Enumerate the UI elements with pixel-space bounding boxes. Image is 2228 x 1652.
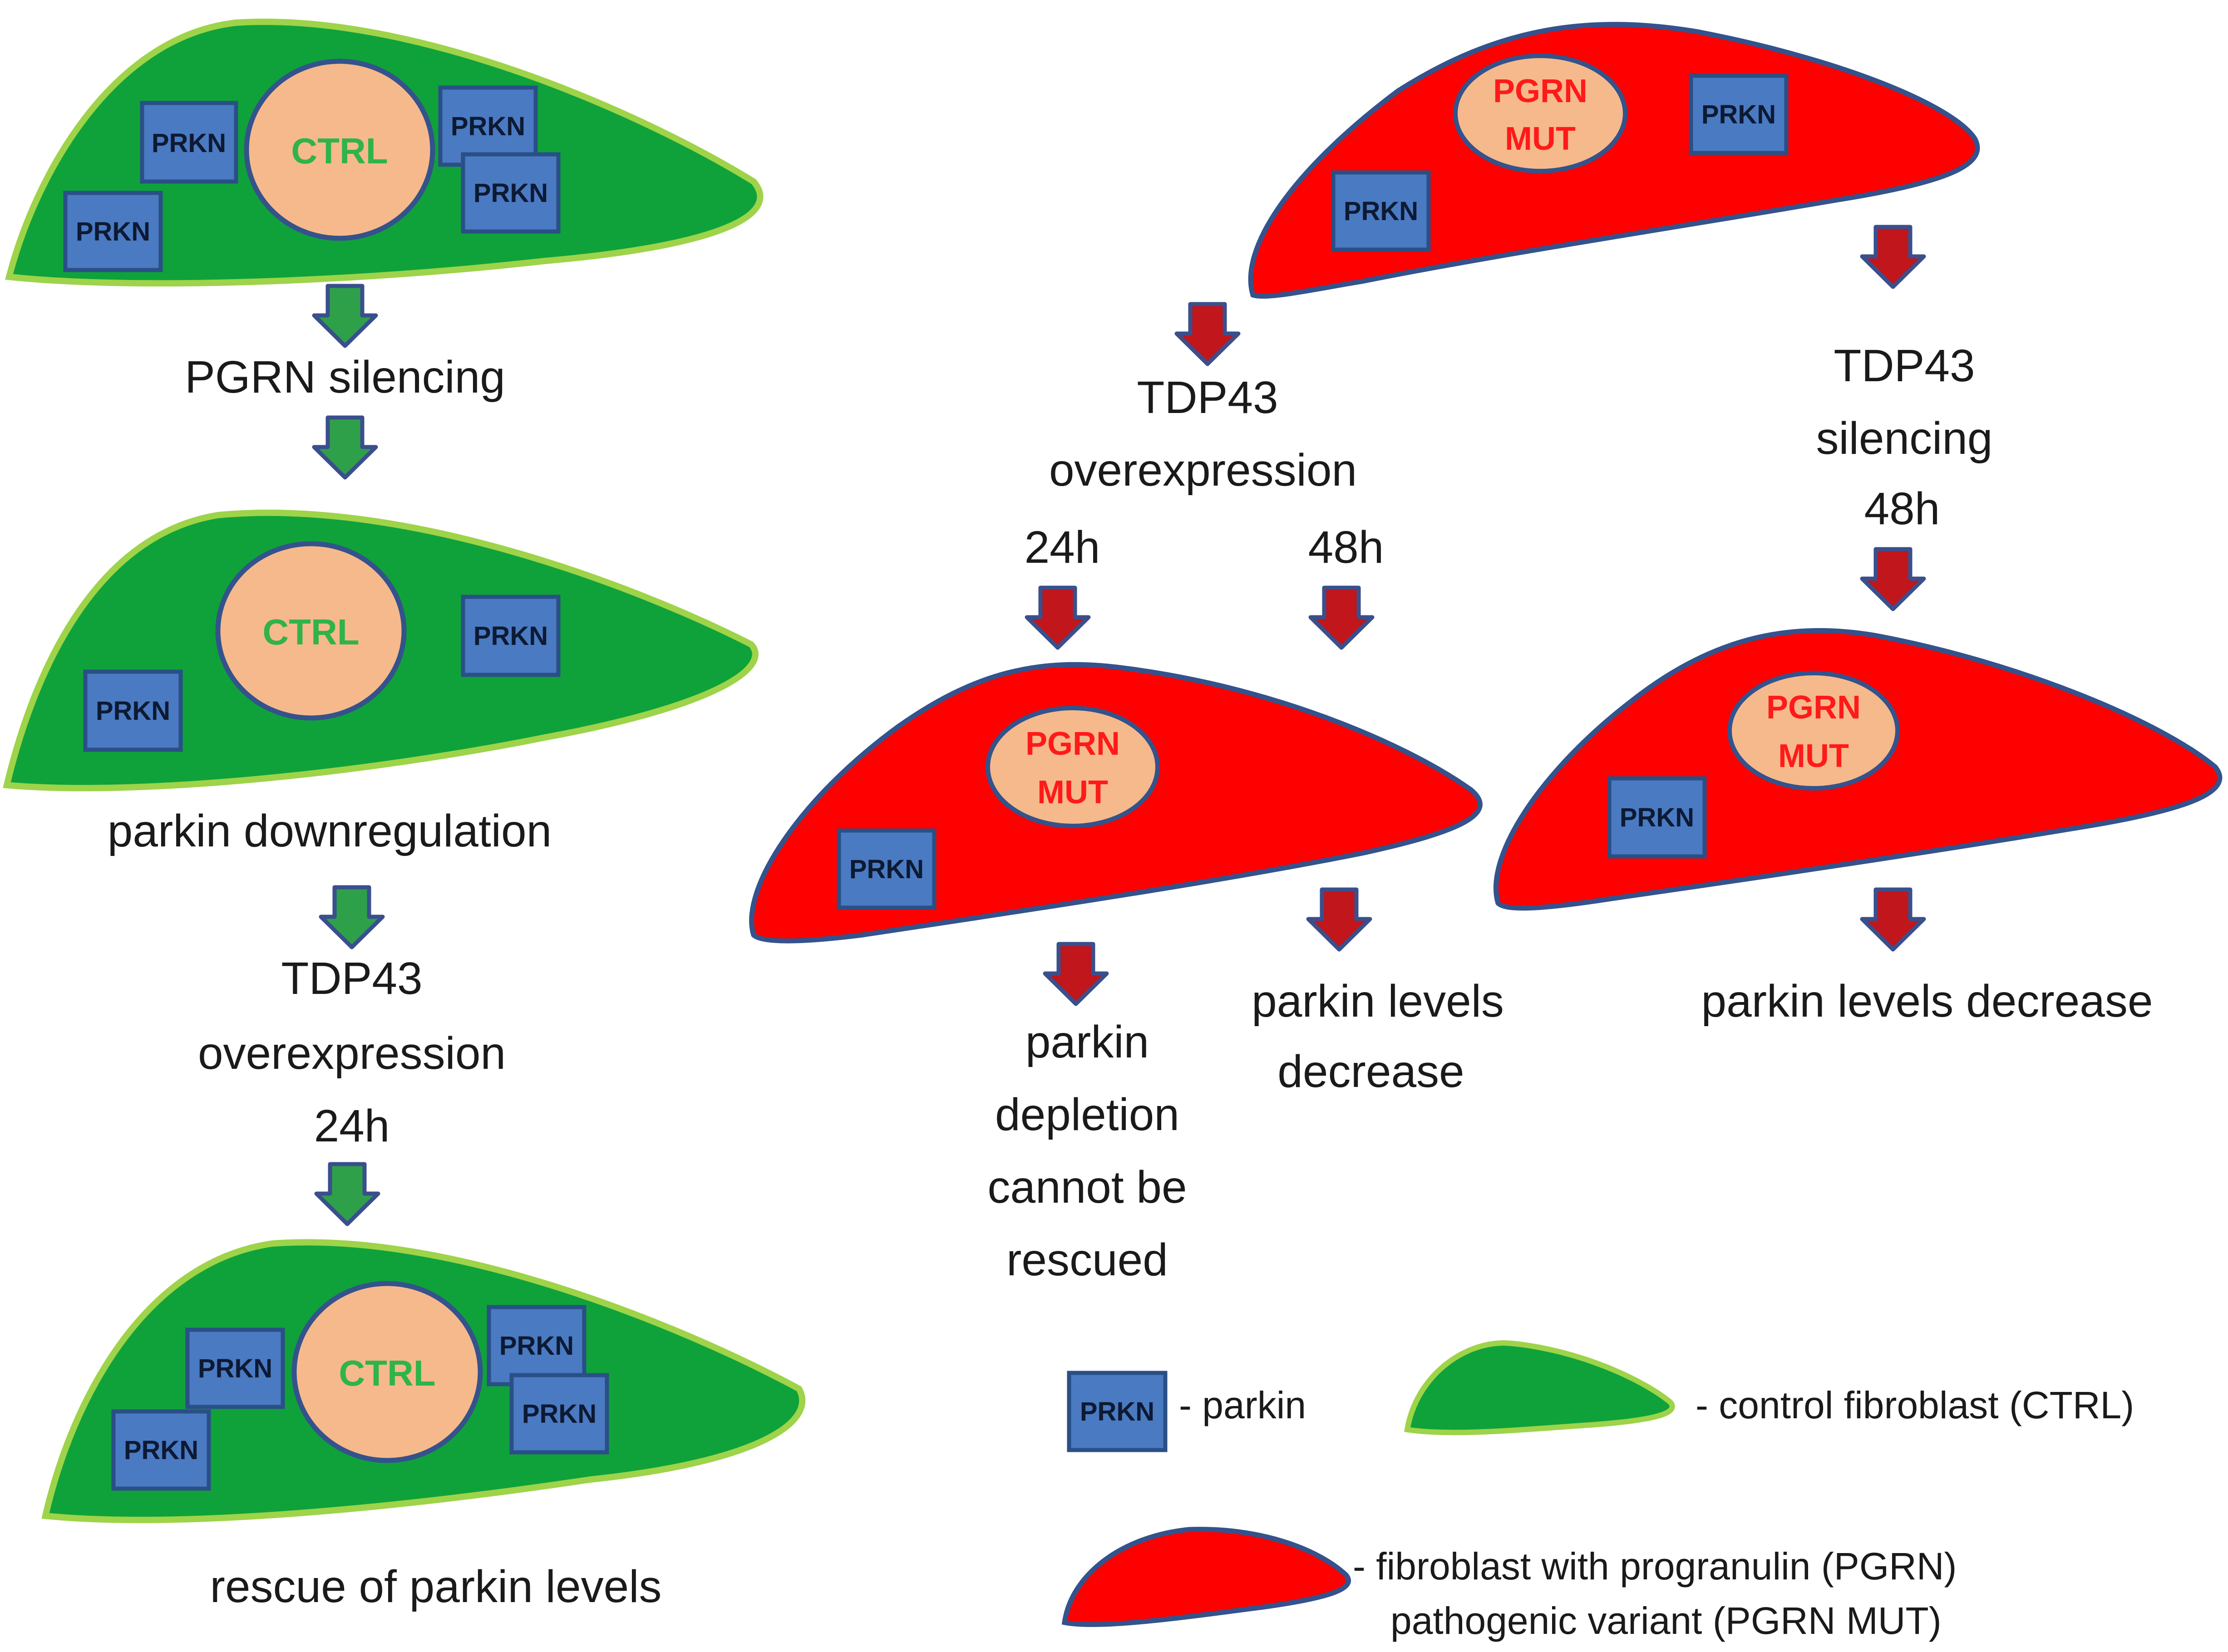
nucleus-label: CTRL [339, 1353, 435, 1393]
control-cell-1: CTRL PRKN PRKN PRKN PRKN [5, 19, 764, 287]
prkn-box: PRKN [1607, 776, 1707, 859]
result-depletion: cannot be [987, 1162, 1187, 1213]
arrow-down-icon [321, 887, 383, 947]
svg-text:PRKN: PRKN [152, 128, 226, 158]
legend-prkn: PRKN - parkin [1067, 1371, 1306, 1452]
branch-right-48h: 48h [1864, 483, 1940, 534]
step-pgrn-silencing: PGRN silencing [185, 352, 505, 403]
legend-mut-label: - fibroblast with progranulin (PGRN) [1353, 1545, 1957, 1588]
prkn-box: PRKN [63, 191, 163, 272]
svg-text:PRKN: PRKN [96, 696, 170, 726]
nucleus-label: MUT [1505, 121, 1576, 157]
result-depletion: depletion [995, 1089, 1179, 1140]
arrow-down-icon [1027, 588, 1089, 648]
branch-tdp43: TDP43 [1137, 372, 1278, 423]
prkn-box: PRKN [509, 1373, 609, 1455]
svg-text:PRKN: PRKN [473, 178, 548, 208]
nucleus [244, 59, 435, 241]
svg-text:PRKN: PRKN [124, 1436, 198, 1465]
nucleus [1453, 54, 1627, 173]
svg-text:PRKN: PRKN [522, 1399, 596, 1429]
legend-ctrl: - control fibroblast (CTRL) [1404, 1340, 2134, 1436]
legend-mut: - fibroblast with progranulin (PGRN) pat… [1061, 1527, 1957, 1642]
arrow-down-icon [314, 418, 376, 477]
step-parkin-downregulation: parkin downregulation [108, 806, 552, 856]
svg-text:PRKN: PRKN [499, 1331, 574, 1361]
arrow-down-icon [1045, 944, 1107, 1004]
prkn-box: PRKN [461, 595, 561, 677]
step-overexpression: overexpression [198, 1028, 506, 1079]
svg-text:PRKN: PRKN [473, 621, 548, 651]
nucleus-label: CTRL [291, 131, 388, 171]
arrow-down-icon [316, 1164, 378, 1224]
branch-48h: 48h [1308, 522, 1384, 573]
legend-ctrl-label: - control fibroblast (CTRL) [1696, 1384, 2134, 1426]
nucleus-label: PGRN [1493, 73, 1587, 109]
mutant-cell-right: PGRN MUT PRKN [1494, 628, 2223, 911]
nucleus [986, 706, 1160, 828]
arrow-down-icon [1308, 890, 1370, 949]
prkn-box: PRKN [461, 152, 561, 234]
result-decrease-48h: parkin levels [1252, 976, 1504, 1027]
result-right-decrease: parkin levels decrease [1701, 976, 2153, 1027]
arrow-down-icon [1862, 227, 1924, 287]
svg-text:PRKN: PRKN [1620, 803, 1694, 832]
svg-text:PRKN: PRKN [451, 112, 525, 141]
branch-24h: 24h [1025, 522, 1100, 573]
mutant-cell-middle: PGRN MUT PRKN [749, 662, 1483, 944]
cell-body [1248, 22, 1980, 299]
prkn-box: PRKN [111, 1409, 211, 1491]
nucleus [291, 1281, 483, 1463]
control-cell-2: CTRL PRKN PRKN [3, 509, 759, 792]
nucleus-label: PGRN [1025, 726, 1120, 762]
step-rescue: rescue of parkin levels [210, 1561, 662, 1612]
nucleus-label: CTRL [262, 612, 359, 652]
arrow-down-icon [1311, 588, 1372, 648]
step-24h: 24h [314, 1101, 390, 1151]
prkn-box: PRKN [1331, 170, 1431, 252]
nucleus [1727, 671, 1900, 791]
step-tdp43: TDP43 [281, 953, 422, 1004]
nucleus-label: MUT [1037, 774, 1108, 811]
result-decrease-48h: decrease [1277, 1046, 1464, 1097]
arrow-down-icon [1177, 304, 1238, 364]
svg-text:PRKN: PRKN [1080, 1397, 1154, 1426]
nucleus-label: PGRN [1766, 689, 1861, 726]
svg-text:PRKN: PRKN [1344, 197, 1418, 226]
branch-right-tdp43: TDP43 [1834, 340, 1975, 391]
prkn-swatch [1067, 1371, 1168, 1452]
arrow-down-icon [1862, 890, 1924, 949]
prkn-box: PRKN [140, 101, 238, 184]
legend: PRKN - parkin - control fibroblast (CTRL… [1061, 1340, 2134, 1642]
nucleus [215, 541, 407, 721]
ctrl-swatch [1404, 1340, 1675, 1436]
prkn-box: PRKN [1689, 74, 1789, 155]
nucleus-label: MUT [1778, 738, 1849, 774]
control-cell-3: CTRL PRKN PRKN PRKN PRKN [41, 1239, 806, 1523]
legend-mut-label-2: pathogenic variant (PGRN MUT) [1390, 1599, 1942, 1642]
legend-prkn-label: - parkin [1179, 1384, 1306, 1426]
prkn-box: PRKN [185, 1328, 285, 1409]
prkn-box: PRKN [83, 669, 183, 752]
result-depletion: parkin [1025, 1017, 1149, 1067]
svg-text:PRKN: PRKN [198, 1354, 272, 1383]
mut-swatch [1061, 1527, 1351, 1627]
svg-text:PRKN: PRKN [76, 217, 150, 246]
arrow-down-icon [1862, 549, 1924, 609]
arrow-down-icon [314, 286, 376, 346]
branch-right-silencing: silencing [1816, 413, 1992, 464]
prkn-box: PRKN [837, 828, 937, 910]
svg-text:PRKN: PRKN [849, 855, 924, 884]
prkn-box: PRKN [487, 1305, 587, 1386]
result-depletion: rescued [1006, 1234, 1168, 1285]
branch-overexpression: overexpression [1049, 445, 1357, 496]
mutant-cell-top: PGRN MUT PRKN PRKN [1248, 22, 1980, 299]
svg-text:PRKN: PRKN [1701, 100, 1776, 129]
